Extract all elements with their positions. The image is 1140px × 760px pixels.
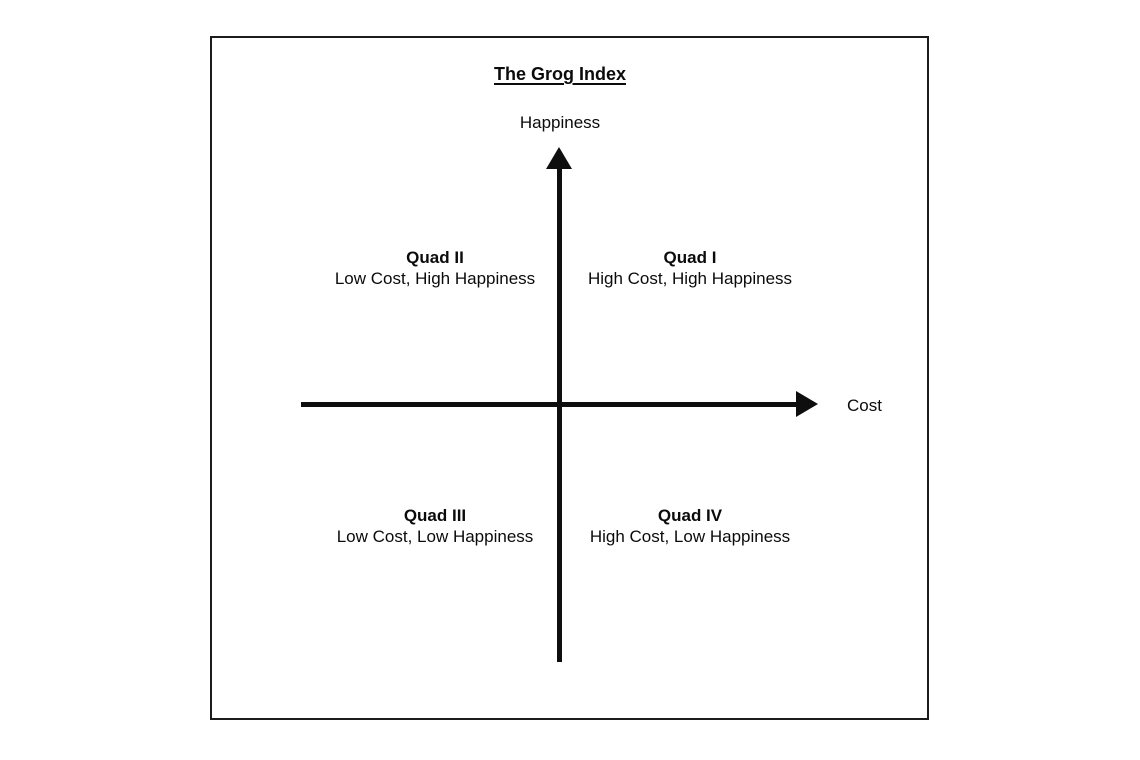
x-axis-label: Cost bbox=[847, 396, 882, 415]
quadrant-description: High Cost, Low Happiness bbox=[589, 527, 791, 546]
y-axis-line bbox=[557, 165, 562, 662]
quadrant-description: High Cost, High Happiness bbox=[587, 269, 793, 288]
y-axis-arrowhead-icon bbox=[546, 147, 572, 169]
x-axis-arrowhead-icon bbox=[796, 391, 818, 417]
quadrant-description: Low Cost, High Happiness bbox=[334, 269, 536, 288]
quadrant-quad-ii: Quad II Low Cost, High Happiness bbox=[335, 247, 535, 289]
quadrant-description: Low Cost, Low Happiness bbox=[336, 527, 534, 546]
quadrant-quad-i: Quad I High Cost, High Happiness bbox=[588, 247, 792, 289]
x-axis-line bbox=[301, 402, 798, 407]
quadrant-name: Quad IV bbox=[657, 506, 723, 525]
quadrant-name: Quad I bbox=[663, 248, 717, 267]
quadrant-quad-iii: Quad III Low Cost, Low Happiness bbox=[337, 505, 534, 547]
quadrant-name: Quad III bbox=[403, 506, 467, 525]
y-axis-label: Happiness bbox=[519, 113, 601, 132]
quadrant-name: Quad II bbox=[406, 248, 464, 267]
quadrant-quad-iv: Quad IV High Cost, Low Happiness bbox=[590, 505, 790, 547]
diagram-title: The Grog Index bbox=[493, 64, 627, 84]
diagram-frame bbox=[210, 36, 929, 720]
